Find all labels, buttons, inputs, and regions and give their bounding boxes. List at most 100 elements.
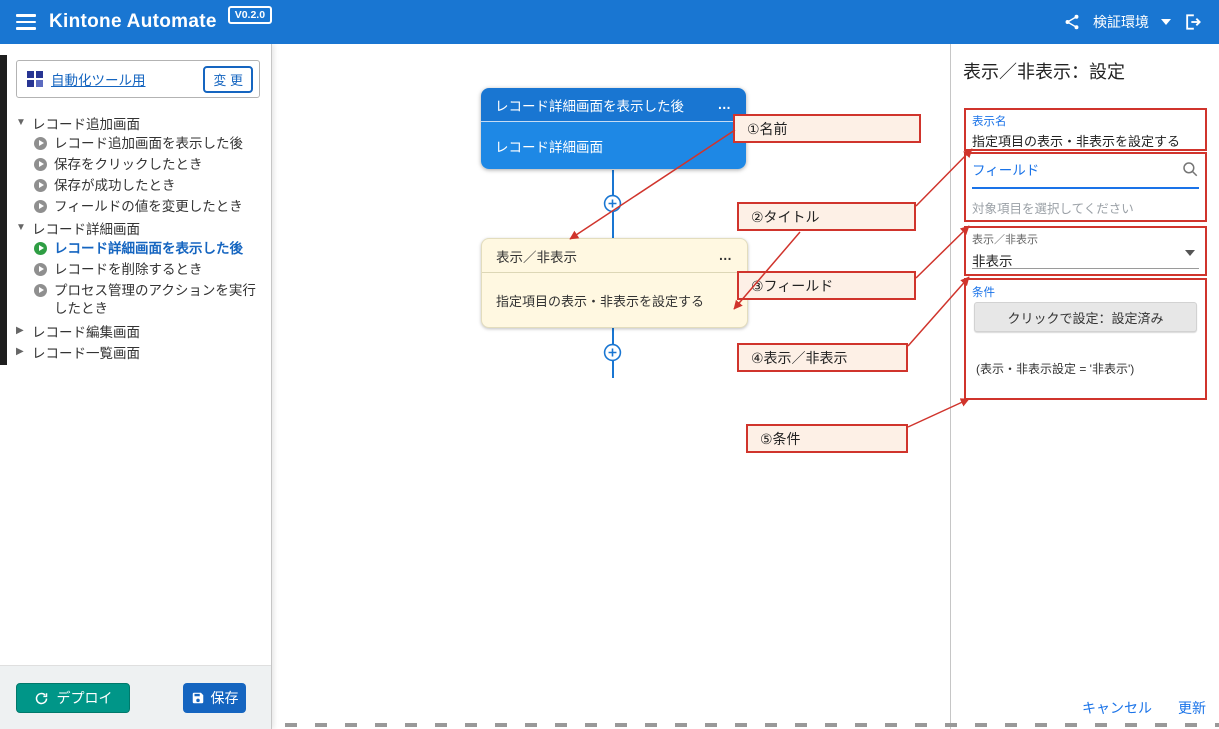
tree-group-label: レコード詳細画面 [32, 218, 140, 238]
hamburger-menu-icon[interactable] [16, 14, 36, 30]
app-bar: Kintone Automate V0.2.0 検証環境 [0, 0, 1219, 44]
trigger-node-title: レコード詳細画面を表示した後 [495, 95, 684, 115]
callout-name: ①名前 [733, 114, 921, 143]
floppy-save-icon [191, 691, 205, 705]
tree-item-label: 保存をクリックしたとき [54, 154, 203, 175]
condition-label: 条件 [972, 284, 1199, 300]
deploy-button[interactable]: デプロイ [16, 683, 130, 713]
tree-group-record-detail[interactable]: ▼ レコード詳細画面 [16, 217, 263, 238]
panel-title: 表示／非表示：設定 [963, 58, 1125, 84]
chevron-collapsed-icon: ▶ [16, 341, 27, 362]
action-node-body: 指定項目の表示・非表示を設定する [482, 273, 747, 327]
callout-label: ②タイトル [751, 207, 820, 227]
dropdown-caret-icon[interactable] [1185, 250, 1195, 256]
chevron-expanded-icon: ▼ [16, 217, 27, 238]
field-picker[interactable]: フィールド 対象項目を選択してください [964, 152, 1207, 222]
tree-item-add-shown[interactable]: レコード追加画面を表示した後 [16, 133, 263, 154]
sidebar-footer: デプロイ 保存 [0, 665, 271, 729]
field-picker-label: フィールド [972, 159, 1039, 179]
visibility-value[interactable]: 非表示 [972, 250, 1199, 270]
tree-group-record-add[interactable]: ▼ レコード追加画面 [16, 112, 263, 133]
action-node-subtitle: 指定項目の表示・非表示を設定する [496, 291, 704, 310]
update-link[interactable]: 更新 [1178, 698, 1206, 718]
tree-item-label: プロセス管理のアクションを実行したとき [54, 282, 263, 318]
condition-config-button[interactable]: クリックで設定：設定済み [974, 302, 1197, 332]
display-name-field[interactable]: 表示名 指定項目の表示・非表示を設定する [964, 108, 1207, 151]
display-name-label: 表示名 [972, 113, 1199, 129]
event-icon [34, 263, 47, 276]
condition-section: 条件 クリックで設定：設定済み (表示・非表示設定 = '非表示') [964, 278, 1207, 400]
callout-label: ③フィールド [751, 276, 833, 296]
app-bar-actions: 検証環境 [1063, 12, 1203, 32]
tree-group-record-edit[interactable]: ▶ レコード編集画面 [16, 320, 263, 341]
trigger-node[interactable]: レコード詳細画面を表示した後 … レコード詳細画面 [481, 88, 746, 169]
field-picker-placeholder: 対象項目を選択してください [972, 198, 1199, 217]
add-step-icon[interactable] [603, 194, 622, 213]
save-button[interactable]: 保存 [183, 683, 246, 713]
add-step-icon[interactable] [603, 343, 622, 362]
chevron-collapsed-icon: ▶ [16, 320, 27, 341]
tree-group-label: レコード編集画面 [32, 321, 140, 341]
tree-item-process-action[interactable]: プロセス管理のアクションを実行したとき [16, 280, 263, 320]
action-node-header: 表示／非表示 … [482, 239, 747, 273]
tree-group-label: レコード追加画面 [32, 113, 140, 133]
tree-item-save-clicked[interactable]: 保存をクリックしたとき [16, 154, 263, 175]
trigger-node-subtitle: レコード詳細画面 [495, 136, 603, 156]
select-underline [972, 268, 1199, 269]
save-button-label: 保存 [211, 688, 239, 708]
trigger-node-body: レコード詳細画面 [481, 122, 746, 169]
event-tree: ▼ レコード追加画面 レコード追加画面を表示した後 保存をクリックしたとき 保存… [0, 106, 267, 362]
version-badge: V0.2.0 [228, 6, 272, 24]
callout-label: ①名前 [747, 119, 788, 139]
tree-item-save-success[interactable]: 保存が成功したとき [16, 175, 263, 196]
more-options-icon[interactable]: … [718, 97, 733, 112]
tree-item-label: レコード詳細画面を表示した後 [54, 238, 243, 259]
canvas-bottom-ticks [285, 723, 1219, 727]
tree-item-label: レコード追加画面を表示した後 [54, 133, 243, 154]
environment-selector[interactable]: 検証環境 [1093, 12, 1149, 32]
callout-field: ③フィールド [737, 271, 916, 300]
event-icon [34, 179, 47, 192]
app-icon [26, 70, 44, 88]
more-options-icon[interactable]: … [719, 248, 734, 263]
chevron-expanded-icon: ▼ [16, 112, 27, 133]
trigger-node-header: レコード詳細画面を表示した後 … [481, 88, 746, 122]
app-name-link[interactable]: 自動化ツール用 [51, 69, 146, 89]
event-icon [34, 158, 47, 171]
callout-label: ⑤条件 [760, 429, 801, 449]
share-icon[interactable] [1063, 13, 1081, 31]
callout-title: ②タイトル [737, 202, 916, 231]
tree-item-field-changed[interactable]: フィールドの値を変更したとき [16, 196, 263, 217]
refresh-icon [34, 691, 49, 706]
event-icon [34, 284, 47, 297]
action-node-title: 表示／非表示 [496, 246, 577, 266]
app-selector-box: 自動化ツール用 変 更 [16, 60, 260, 98]
tree-item-label: レコードを削除するとき [54, 259, 203, 280]
panel-actions: キャンセル 更新 [1082, 698, 1206, 718]
event-icon [34, 200, 47, 213]
tree-item-label: 保存が成功したとき [54, 175, 176, 196]
app-title: Kintone Automate [49, 11, 217, 33]
visibility-select[interactable]: 表示／非表示 非表示 [964, 226, 1207, 276]
logout-icon[interactable] [1183, 12, 1203, 32]
tree-group-record-list[interactable]: ▶ レコード一覧画面 [16, 341, 263, 362]
condition-summary: (表示・非表示設定 = '非表示') [976, 360, 1134, 377]
deploy-button-label: デプロイ [57, 688, 113, 708]
tree-item-detail-shown-selected[interactable]: レコード詳細画面を表示した後 [16, 238, 263, 259]
action-node[interactable]: 表示／非表示 … 指定項目の表示・非表示を設定する [481, 238, 748, 328]
callout-label: ④表示／非表示 [751, 348, 848, 368]
visibility-label: 表示／非表示 [972, 231, 1199, 247]
tree-item-record-delete[interactable]: レコードを削除するとき [16, 259, 263, 280]
sidebar: 自動化ツール用 変 更 ▼ レコード追加画面 レコード追加画面を表示した後 保存… [0, 44, 272, 729]
event-icon-active [34, 242, 47, 255]
tree-group-label: レコード一覧画面 [32, 342, 140, 362]
callout-visibility: ④表示／非表示 [737, 343, 908, 372]
search-icon[interactable] [1181, 160, 1199, 178]
tree-item-label: フィールドの値を変更したとき [54, 196, 243, 217]
display-name-value[interactable]: 指定項目の表示・非表示を設定する [972, 131, 1199, 150]
environment-caret-icon[interactable] [1161, 19, 1171, 25]
event-icon [34, 137, 47, 150]
change-app-button[interactable]: 変 更 [203, 66, 253, 93]
cancel-link[interactable]: キャンセル [1082, 698, 1152, 718]
